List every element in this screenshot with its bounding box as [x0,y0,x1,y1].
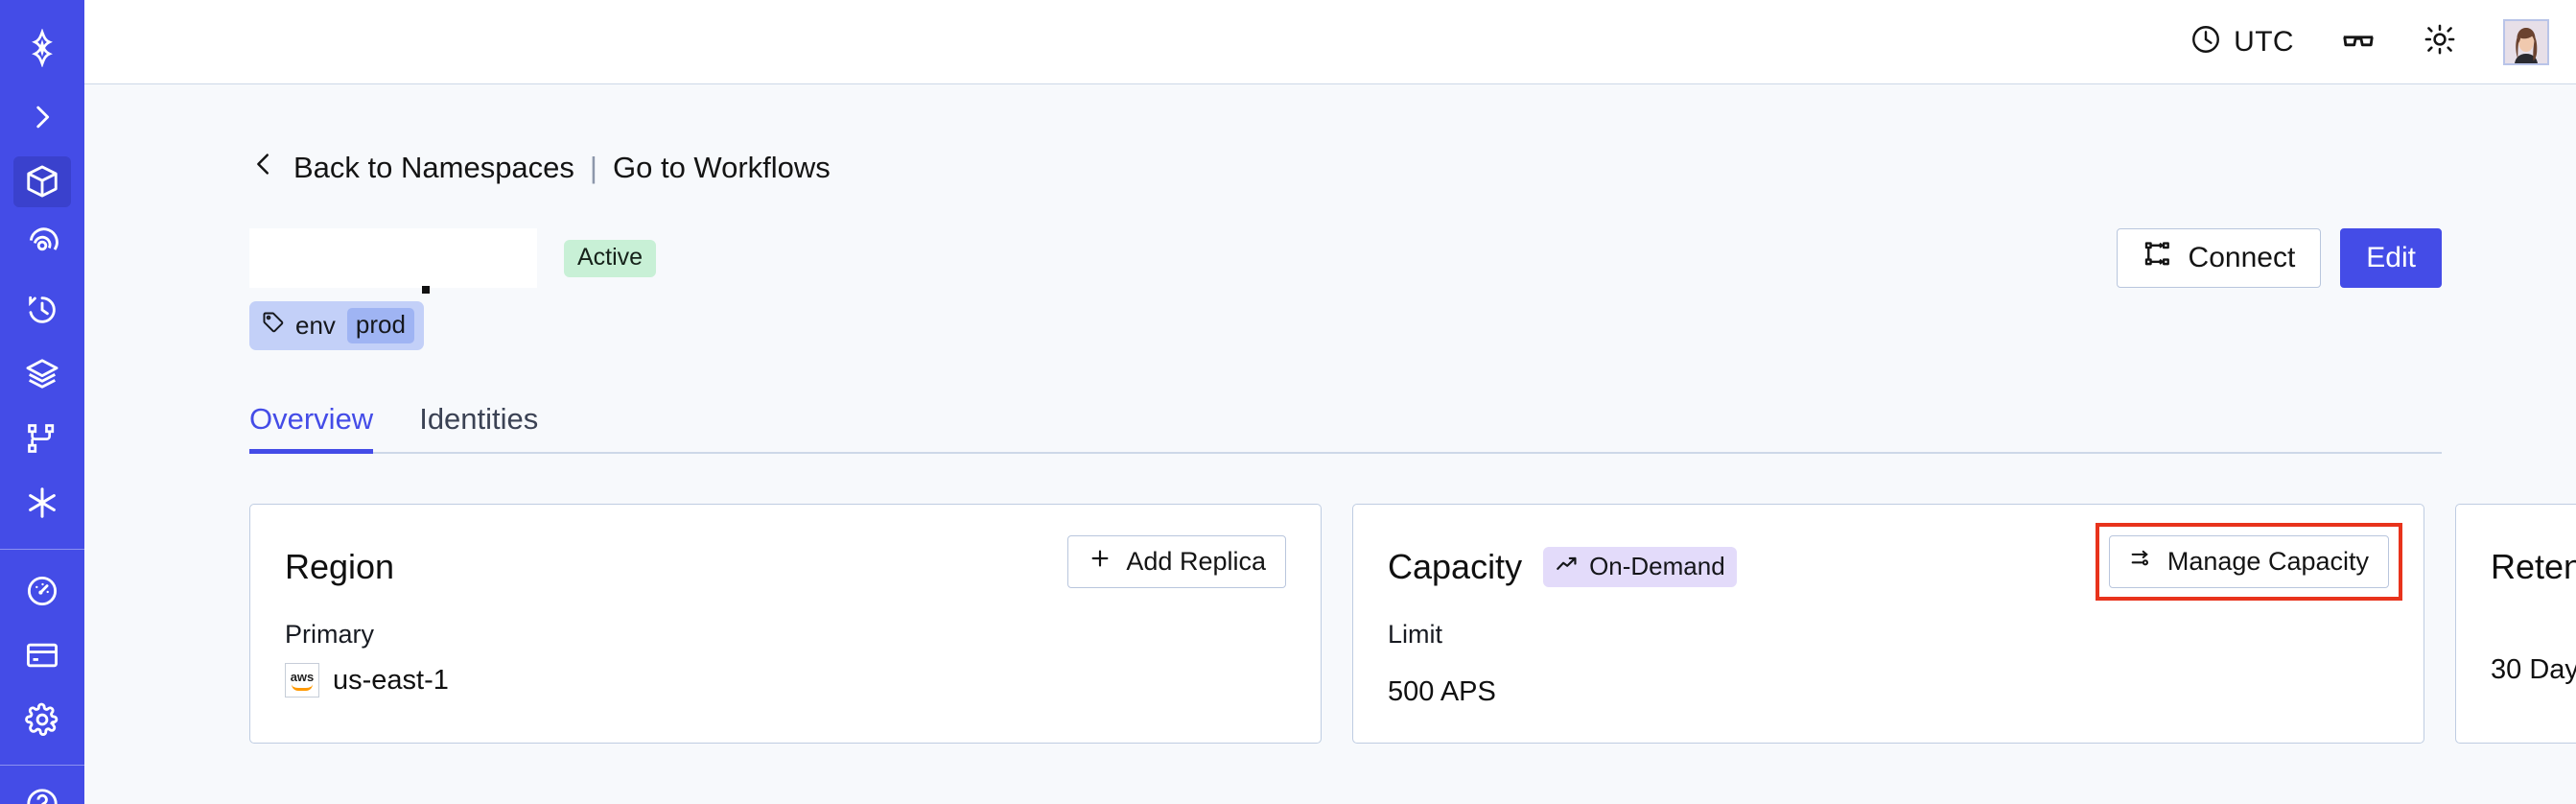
add-replica-label: Add Replica [1126,547,1266,576]
main-area: UTC [84,0,2576,804]
status-badge: Active [564,239,657,277]
breadcrumb-workflows-link[interactable]: Go to Workflows [612,151,831,184]
sidebar-item-nexus[interactable] [13,478,71,529]
tag-value: prod [346,308,414,343]
manage-capacity-label: Manage Capacity [2166,547,2369,576]
on-demand-badge: On-Demand [1543,547,1737,587]
plus-icon [1088,546,1112,578]
primary-sidebar [0,0,84,804]
breadcrumb: Back to Namespaces | Go to Workflows [249,148,2442,188]
overview-cards: Region Add Replica Primary [249,504,2576,744]
retention-value: 30 Days [2491,654,2576,685]
sidebar-divider-2 [0,765,84,767]
region-primary-label: Primary [285,620,374,649]
sidebar-item-workflows[interactable] [13,414,71,464]
namespace-title-redacted [249,228,537,294]
readonly-mode-button[interactable] [2340,21,2377,62]
tag-row: env prod [249,301,2442,350]
manage-capacity-button[interactable]: Manage Capacity [2108,535,2389,588]
edit-button-label: Edit [2366,242,2416,273]
capacity-card: Capacity On-Demand [1352,504,2424,744]
add-replica-button[interactable]: Add Replica [1067,535,1286,588]
capacity-card-title: Capacity [1388,547,1523,586]
retention-card-title: Retention Period [2491,547,2576,586]
sun-icon [2423,22,2457,61]
tag-key: env [295,311,336,340]
sidebar-divider-1 [0,548,84,550]
glasses-icon [2340,21,2377,62]
region-primary-value: us-east-1 [333,664,449,696]
content-area: Back to Namespaces | Go to Workflows [84,84,2576,804]
top-bar: UTC [84,0,2576,84]
region-primary-value-row: aws us-east-1 [285,663,1286,698]
breadcrumb-back-link[interactable]: Back to Namespaces [293,151,574,184]
workflow-branch-icon [25,421,59,456]
header-actions: Connect Edit [2116,228,2442,288]
tab-overview[interactable]: Overview [249,402,374,454]
tab-identities[interactable]: Identities [419,402,539,436]
sliders-icon [2129,546,2154,578]
sidebar-item-billing[interactable] [13,629,71,680]
asterisk-icon [24,485,60,521]
sidebar-item-help[interactable] [13,775,71,804]
timezone-label: UTC [2234,25,2294,58]
clock-rewind-icon [24,292,60,328]
breadcrumb-divider: | [589,151,597,184]
retention-card: Retention Period 30 Days [2455,504,2576,744]
aws-wordmark: aws [290,670,315,685]
avatar[interactable] [2503,18,2549,65]
temporal-logo-icon [23,29,61,68]
sidebar-item-namespaces[interactable] [13,155,71,207]
trending-up-icon [1555,552,1580,580]
region-card: Region Add Replica Primary [249,504,1322,744]
capacity-limit-label: Limit [1388,620,1443,649]
title-row: Active [249,228,2442,294]
user-avatar-image [2505,20,2547,63]
spiral-eye-icon [24,227,60,264]
sidebar-item-logo[interactable] [13,23,71,74]
clock-icon [2190,23,2222,60]
manage-capacity-wrapper: Manage Capacity [2095,523,2402,601]
sidebar-item-usage[interactable] [13,565,71,616]
credit-card-icon [24,637,60,674]
timezone-selector[interactable]: UTC [2190,23,2294,60]
chevron-right-icon [26,101,59,133]
title-descender-dot [422,286,430,294]
help-circle-icon [24,786,60,804]
chevron-left-icon[interactable] [249,148,278,188]
sidebar-item-observability[interactable] [13,221,71,272]
connect-button-label: Connect [2188,242,2296,273]
namespace-tag-chip[interactable]: env prod [249,301,424,350]
aws-swoosh [292,684,313,691]
aws-logo-icon: aws [285,663,319,698]
cube-icon [24,163,60,200]
edit-button[interactable]: Edit [2340,228,2442,288]
gauge-icon [24,573,60,609]
capacity-limit-value: 500 APS [1388,676,1496,707]
sidebar-item-batch-operations[interactable] [13,349,71,400]
sidebar-item-settings[interactable] [13,694,71,745]
on-demand-badge-label: On-Demand [1589,552,1725,580]
sidebar-item-schedules[interactable] [13,285,71,336]
theme-toggle-button[interactable] [2423,22,2457,61]
layers-icon [24,356,60,392]
sidebar-item-expand[interactable] [13,92,71,143]
region-card-title: Region [285,547,395,586]
tab-bar: Overview Identities [249,402,2442,454]
namespace-header: Connect Edit Active [249,228,2442,350]
tag-icon [261,310,286,342]
connect-button[interactable]: Connect [2116,228,2322,288]
gear-icon [24,701,60,738]
connect-icon [2143,239,2173,277]
